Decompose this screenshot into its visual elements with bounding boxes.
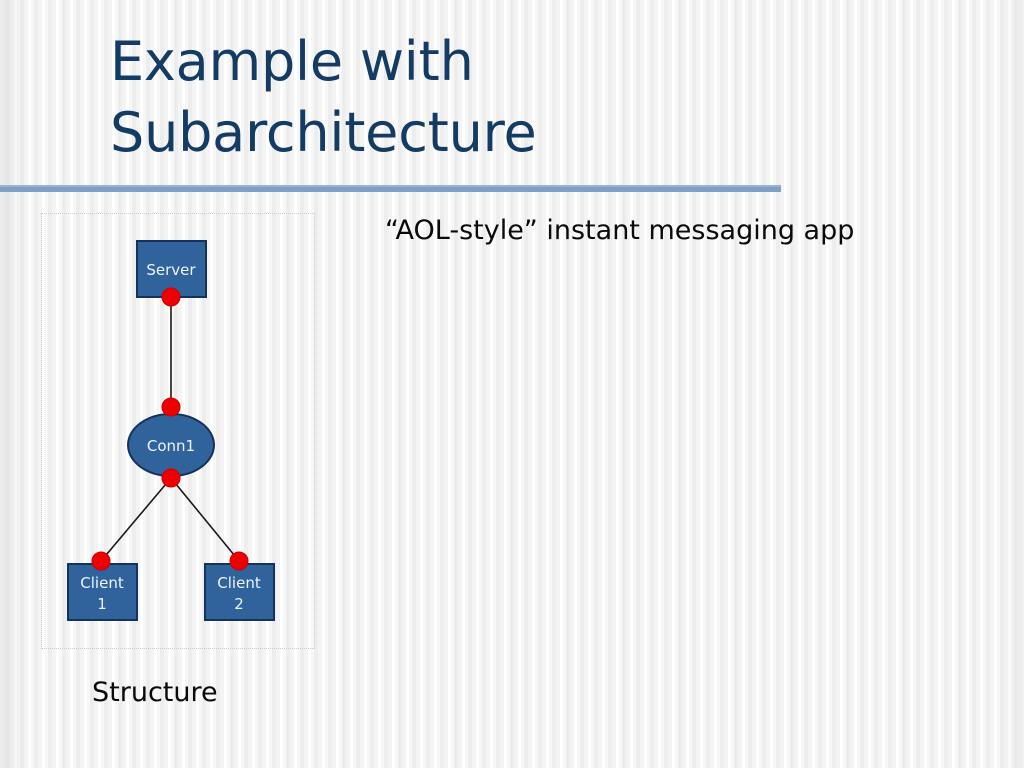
node-conn1-label: Conn1: [147, 437, 195, 455]
node-client1[interactable]: Client 1: [67, 563, 138, 621]
page-title: Example with Subarchitecture: [110, 30, 537, 165]
node-conn1[interactable]: Conn1: [127, 413, 215, 477]
node-client2-shape[interactable]: [204, 563, 275, 621]
node-client2[interactable]: Client 2: [204, 563, 275, 621]
diagram-caption: Structure: [92, 677, 218, 708]
port-server[interactable]: [161, 287, 181, 307]
link-conn1-to-client2: [170, 477, 240, 562]
left-edge-gradient: [0, 0, 26, 768]
node-client2-label-line2: 2: [234, 595, 244, 613]
node-client1-label-line2: 1: [97, 595, 107, 613]
node-client1-shape[interactable]: [67, 563, 138, 621]
node-client1-label-line1: Client: [80, 574, 124, 592]
node-client2-label-line1: Client: [217, 574, 261, 592]
diagram-frame: [41, 213, 315, 649]
port-client2[interactable]: [229, 551, 249, 571]
port-conn1-top[interactable]: [161, 397, 181, 417]
title-divider-rule: [0, 185, 781, 192]
architecture-diagram: Server Conn1 Client 1 Client 2: [67, 240, 275, 621]
subtitle-text: “AOL-style” instant messaging app: [385, 215, 855, 246]
node-server-label: Server: [146, 261, 196, 279]
port-client1[interactable]: [91, 551, 111, 571]
right-edge-gradient: [1002, 0, 1024, 768]
title-divider-highlight: [0, 185, 781, 187]
port-conn1-bottom[interactable]: [161, 468, 181, 488]
link-conn1-to-client1: [100, 477, 172, 562]
